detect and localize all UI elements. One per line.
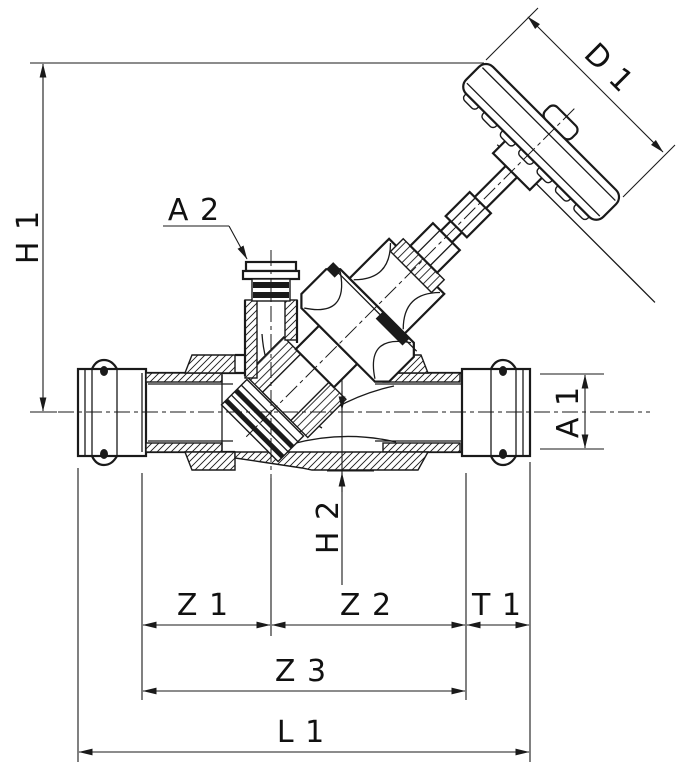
dimension-z3: Z 3 (142, 654, 466, 695)
dimension-z1: Z 1 (142, 588, 271, 629)
dim-label-h1: H 1 (11, 210, 46, 264)
o-ring-section (100, 449, 108, 459)
o-ring-section (499, 366, 507, 376)
dim-label-h2: H 2 (311, 500, 346, 554)
dimension-a1: A 1 (540, 373, 604, 450)
dim-label-a1: A 1 (551, 386, 586, 438)
dim-label-a2: A 2 (168, 193, 220, 228)
o-ring-section (100, 366, 108, 376)
stem-axis-centerline (245, 108, 575, 438)
dim-label-z2: Z 2 (340, 588, 392, 623)
dim-label-d1: D 1 (577, 37, 640, 100)
dimension-h1: H 1 (11, 62, 484, 413)
dimension-t1: T 1 (466, 588, 530, 629)
stem-seal-section (375, 311, 410, 346)
stem-seal-section (326, 262, 342, 278)
dim-label-l1: L 1 (277, 715, 325, 750)
union-nut (300, 268, 415, 383)
dim-label-z1: Z 1 (177, 588, 229, 623)
dim-label-t1: T 1 (471, 588, 522, 623)
dimension-z2: Z 2 (271, 588, 466, 629)
body-bottom-section (234, 451, 430, 471)
dimension-a2: A 2 (163, 193, 248, 260)
dim-label-z3: Z 3 (275, 654, 327, 689)
o-ring-section (499, 449, 507, 459)
dimensions: H 1 A 2 D 1 A 1 H 2 (11, 7, 676, 762)
cap-seal-ring (253, 292, 289, 298)
dimension-l1: L 1 (78, 715, 530, 756)
dimension-h2: H 2 (311, 379, 374, 585)
